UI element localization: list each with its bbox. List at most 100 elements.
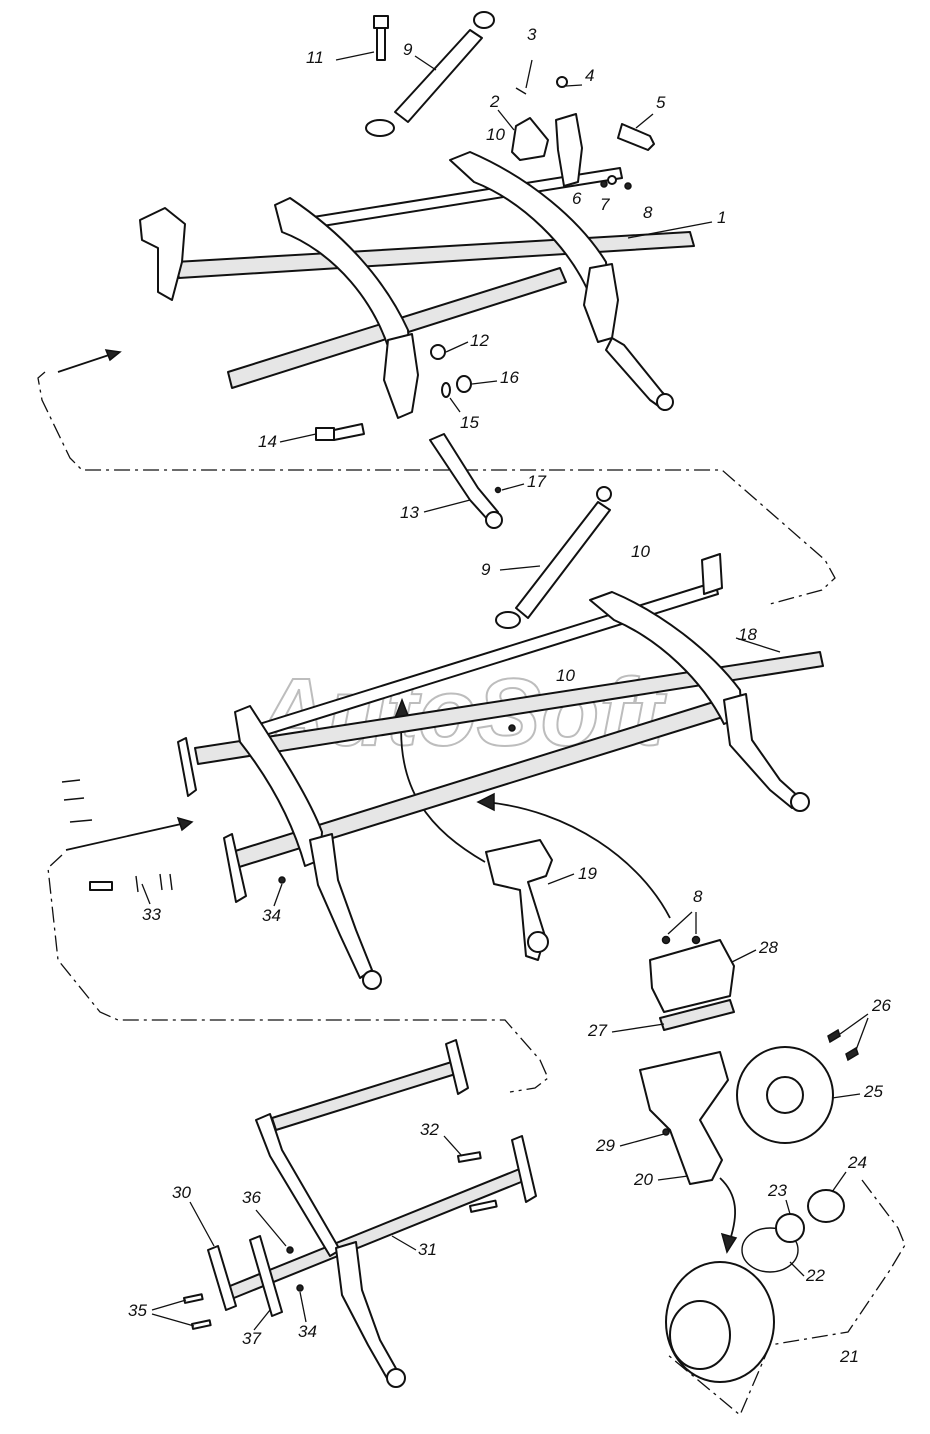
link-13-eye [485, 511, 503, 529]
leader-27 [611, 1023, 665, 1033]
callout-c13: 13 [400, 503, 419, 522]
bottom-plate-30 [207, 1245, 237, 1311]
middle-left-plate-2 [223, 833, 247, 903]
callout-c29: 29 [595, 1136, 615, 1155]
arrow-middle-left [65, 821, 191, 851]
middle-top-link-9 [515, 501, 611, 619]
middle-right-link [723, 693, 801, 809]
callout-c14: 14 [258, 432, 277, 451]
bolt-14-shank [333, 423, 365, 441]
bolt-14-head [315, 427, 335, 441]
leader-11 [335, 51, 375, 61]
nut-12 [430, 344, 446, 360]
washer-34 [278, 876, 286, 884]
callout-c37: 37 [242, 1329, 261, 1348]
seal-23 [775, 1213, 805, 1243]
middle-right-plate [701, 553, 723, 595]
arrow-hub-down [719, 1177, 736, 1241]
callout-c6: 6 [572, 189, 582, 208]
callout-c30: 30 [172, 1183, 191, 1202]
callout-c28: 28 [758, 938, 778, 957]
bolt-35-upper [183, 1293, 204, 1304]
callout-c5: 5 [656, 93, 666, 112]
nut-8-right [691, 935, 701, 945]
leader-23 [785, 1199, 791, 1215]
bolt-32 [456, 1151, 482, 1163]
middle-top-link-eye [495, 611, 521, 629]
right-link-bracket [583, 263, 619, 343]
top-link-upper-eye [473, 11, 495, 29]
callout-c8: 8 [643, 203, 653, 222]
callout-c11: 11 [306, 48, 324, 67]
bottom-link-eye [386, 1368, 406, 1388]
cotter-3 [515, 87, 527, 95]
arrow-bearing-to-frame [484, 801, 671, 919]
screw-29 [662, 1128, 670, 1136]
callout-c25: 25 [863, 1082, 883, 1101]
washer-36 [286, 1246, 294, 1254]
leader-16 [471, 380, 498, 385]
rings-33 [135, 873, 173, 893]
arrowhead-hub-down [720, 1232, 738, 1254]
leader-8b [667, 911, 697, 935]
o-ring-22 [741, 1227, 799, 1273]
callout-c10: 10 [486, 125, 505, 144]
middle-left-link [309, 833, 373, 979]
leader-34b [273, 883, 283, 907]
plate-27 [659, 999, 735, 1031]
callout-c2: 2 [489, 92, 500, 111]
hub-assembly-bracket [667, 1179, 906, 1417]
callout-c10b: 10 [631, 542, 650, 561]
leader-18 [735, 637, 781, 653]
bracket-19-boss [527, 931, 549, 953]
callout-c3: 3 [527, 25, 537, 44]
lower-link-13 [429, 433, 499, 521]
callout-c15: 15 [460, 413, 479, 432]
pin-17 [494, 486, 502, 494]
leader-26 [839, 1013, 869, 1051]
bolt-32b [468, 1199, 498, 1213]
leader-25 [831, 1093, 861, 1099]
callout-c24: 24 [847, 1153, 867, 1172]
leader-35 [151, 1299, 195, 1327]
leader-36 [255, 1209, 287, 1247]
nut-16 [456, 375, 472, 393]
callout-c23: 23 [767, 1181, 787, 1200]
callout-c4: 4 [585, 66, 594, 85]
washer-7 [607, 175, 617, 185]
leader-32 [443, 1135, 463, 1157]
bottom-link [335, 1241, 399, 1381]
bolt-11-shank [376, 27, 386, 61]
leader-19 [547, 873, 575, 885]
left-link-bracket [383, 333, 419, 419]
rear-tube [174, 231, 695, 279]
callout-c21: 21 [839, 1347, 859, 1366]
callout-c9: 9 [403, 40, 413, 59]
leader-22 [789, 1261, 805, 1277]
leader-17 [501, 483, 525, 491]
leader-34 [299, 1291, 307, 1323]
leader-13 [423, 499, 471, 513]
middle-frame-assembly [61, 486, 824, 990]
leader-24 [831, 1171, 847, 1193]
callout-c20: 20 [633, 1170, 653, 1189]
callout-c7: 7 [600, 195, 610, 214]
bottom-frame-assembly [183, 1039, 537, 1388]
callout-c33: 33 [142, 905, 161, 924]
leader-30 [189, 1201, 215, 1247]
callout-c9b: 9 [481, 560, 491, 579]
arrowhead-bearing-to-frame [476, 792, 495, 812]
left-end-bracket [139, 207, 186, 301]
clevis-bracket [555, 113, 583, 187]
small-springs [61, 779, 93, 823]
washer-15 [441, 382, 451, 398]
bracket-2 [511, 117, 549, 161]
leader-2 [497, 109, 515, 131]
bolt-26-upper [827, 1028, 841, 1044]
bottom-plate-right-2 [511, 1135, 537, 1203]
leader-9b [499, 565, 541, 571]
leader-3 [525, 59, 533, 89]
bolt-35-lower [191, 1319, 212, 1330]
callout-c34b: 34 [262, 906, 281, 925]
